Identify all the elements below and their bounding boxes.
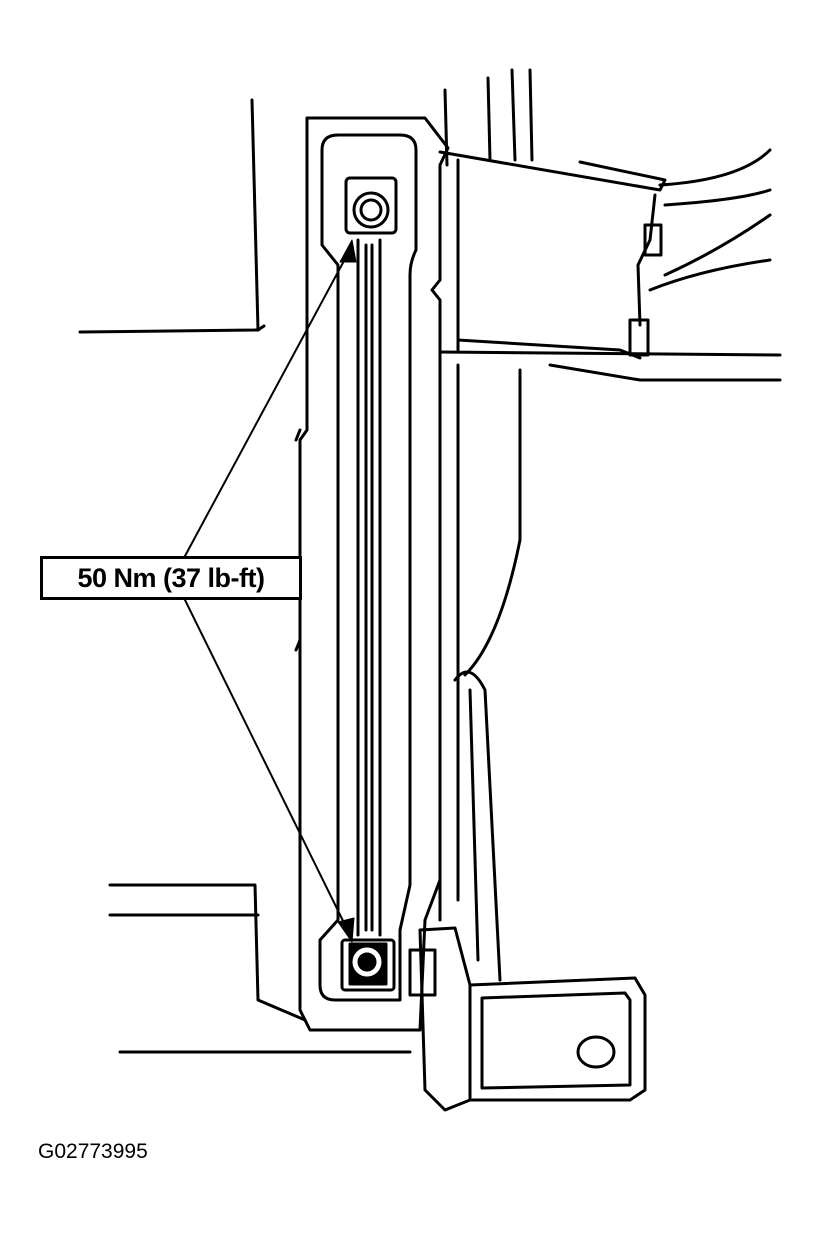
leader-lines	[184, 245, 353, 936]
crossmember	[438, 148, 782, 382]
background-frame-lower	[108, 883, 412, 1054]
figure-id: G02773995	[38, 1140, 148, 1163]
background-frame-upper	[78, 98, 266, 334]
mount-bracket	[408, 926, 647, 1112]
arrowhead-upper	[339, 239, 357, 263]
upper-bolt	[344, 176, 398, 235]
lower-nut	[340, 938, 396, 992]
upper-pipes	[443, 68, 534, 167]
torque-callout: 50 Nm (37 lb-ft)	[40, 556, 302, 600]
side-member	[438, 363, 522, 982]
bolt-channel	[356, 238, 382, 937]
arrowhead-lower	[337, 917, 355, 943]
